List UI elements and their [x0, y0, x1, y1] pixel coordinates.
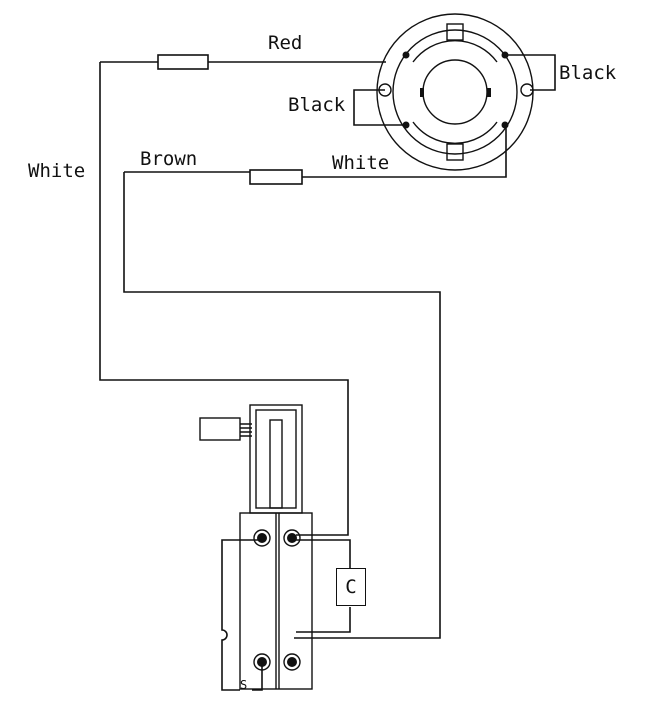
- brush-left: [420, 88, 424, 97]
- wire-black-left: [353, 89, 405, 126]
- switch-mark: S: [240, 678, 248, 692]
- capacitor: C: [336, 568, 366, 606]
- wire-switch-loop: [221, 539, 263, 691]
- wire-capacitor: [296, 539, 351, 633]
- wire-black-right: [505, 54, 556, 91]
- switch: [199, 404, 313, 690]
- wire-red: [100, 54, 386, 70]
- label-black-right: Black: [559, 62, 617, 84]
- brush-right: [487, 88, 491, 97]
- motor-stator: [376, 13, 534, 171]
- resistor-red: [157, 54, 209, 70]
- label-white-right: White: [332, 152, 390, 174]
- rotor: [422, 59, 488, 125]
- capacitor-label: C: [345, 576, 357, 598]
- wire-white-right: [123, 124, 507, 639]
- wire-white-left: [99, 62, 349, 536]
- label-black-left: Black: [288, 94, 346, 116]
- label-white-left: White: [28, 160, 86, 182]
- resistor-brown: [249, 169, 303, 185]
- label-red: Red: [268, 32, 303, 54]
- switch-knob: [199, 417, 241, 441]
- label-brown: Brown: [140, 148, 198, 170]
